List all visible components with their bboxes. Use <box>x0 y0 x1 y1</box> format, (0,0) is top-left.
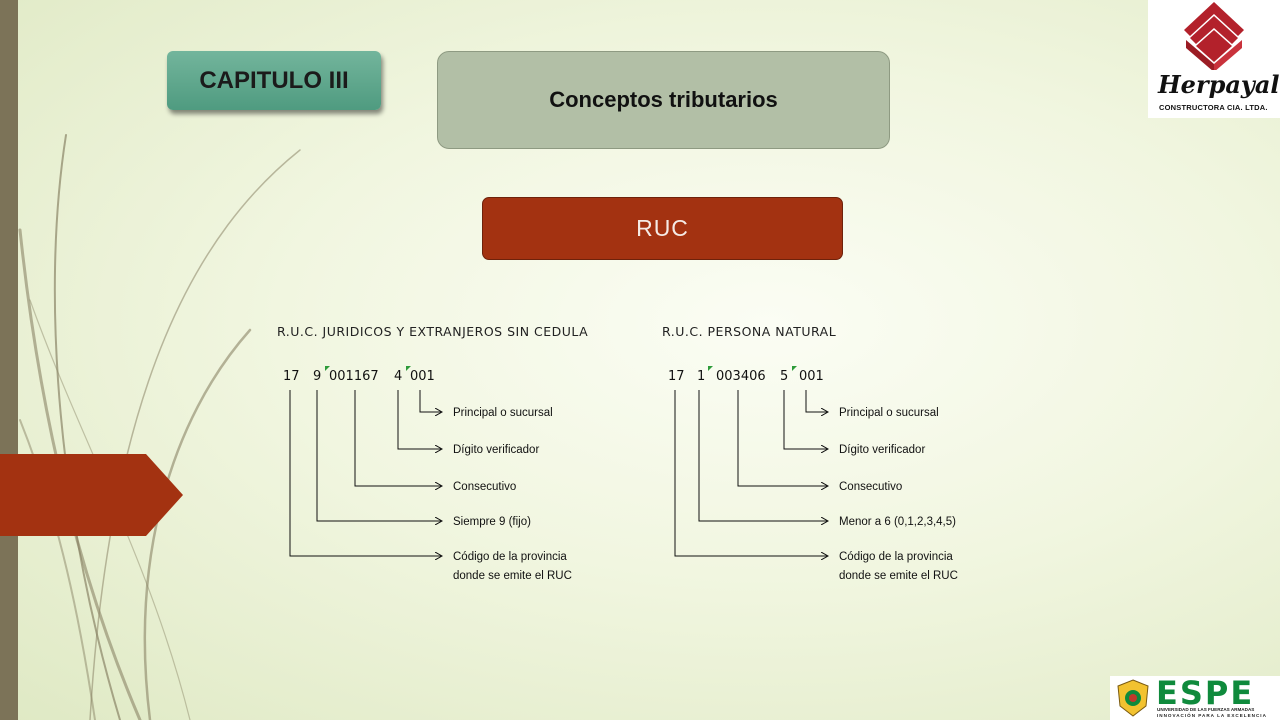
ruc-juridico-diagram: R.U.C. JURIDICOS Y EXTRANJEROS SIN CEDUL… <box>277 324 588 582</box>
ruc-segment-check-digit: 4 <box>394 369 402 384</box>
label-province-line2: donde se emite el RUC <box>839 570 958 582</box>
section-ruc-box: RUC <box>482 197 843 260</box>
ruc-segment-consecutive: 003406 <box>716 369 766 384</box>
herpayal-subtitle: CONSTRUCTORA CIA. LTDA. <box>1159 103 1268 112</box>
ruc-segment-province: 17 <box>283 369 300 384</box>
label-province-line1: Código de la provincia <box>839 551 953 563</box>
ruc-segment-branch: 001 <box>799 369 824 384</box>
espe-subtitle-1: UNIVERSIDAD DE LAS FUERZAS ARMADAS <box>1157 707 1255 712</box>
red-arrow-shape <box>0 454 183 536</box>
ruc-segment-type: 1 <box>697 369 705 384</box>
label-type-digit: Siempre 9 (fijo) <box>453 516 531 528</box>
left-border-stripe <box>0 0 18 720</box>
label-province-line2: donde se emite el RUC <box>453 570 572 582</box>
cell-comment-marker <box>792 366 797 371</box>
ruc-segment-check-digit: 5 <box>780 369 788 384</box>
espe-subtitle-2: INNOVACIÓN PARA LA EXCELENCIA <box>1157 713 1267 718</box>
chapter-title-box: CAPITULO III <box>167 51 381 110</box>
ruc-segment-province: 17 <box>668 369 685 384</box>
label-check-digit: Dígito verificador <box>839 444 925 456</box>
cell-comment-marker <box>708 366 713 371</box>
diagram-heading: R.U.C. JURIDICOS Y EXTRANJEROS SIN CEDUL… <box>277 324 588 339</box>
label-branch: Principal o sucursal <box>839 407 939 419</box>
section-title: RUC <box>636 215 689 241</box>
cell-comment-marker <box>406 366 411 371</box>
diagram-heading: R.U.C. PERSONA NATURAL <box>662 324 836 339</box>
ruc-natural-diagram: R.U.C. PERSONA NATURAL 17 1 003406 5 001… <box>662 324 958 582</box>
label-province-line1: Código de la provincia <box>453 551 567 563</box>
cell-comment-marker <box>325 366 330 371</box>
espe-logo: ESPE UNIVERSIDAD DE LAS FUERZAS ARMADAS … <box>1110 676 1280 720</box>
espe-seal-icon <box>1117 679 1149 717</box>
herpayal-logo: Herpayal CONSTRUCTORA CIA. LTDA. <box>1148 0 1280 118</box>
herpayal-emblem-icon <box>1184 2 1244 70</box>
ruc-segment-type: 9 <box>313 369 321 384</box>
herpayal-wordmark: Herpayal <box>1158 70 1280 99</box>
label-branch: Principal o sucursal <box>453 407 553 419</box>
label-consecutive: Consecutivo <box>839 481 902 493</box>
topic-title-box: Conceptos tributarios <box>437 51 890 149</box>
ruc-segment-branch: 001 <box>410 369 435 384</box>
chapter-title: CAPITULO III <box>199 66 349 94</box>
ruc-segment-consecutive: 001167 <box>329 369 379 384</box>
label-consecutive: Consecutivo <box>453 481 516 493</box>
topic-title: Conceptos tributarios <box>549 87 778 112</box>
label-check-digit: Dígito verificador <box>453 444 539 456</box>
label-type-digit: Menor a 6 (0,1,2,3,4,5) <box>839 516 956 528</box>
espe-wordmark: ESPE <box>1156 674 1255 712</box>
